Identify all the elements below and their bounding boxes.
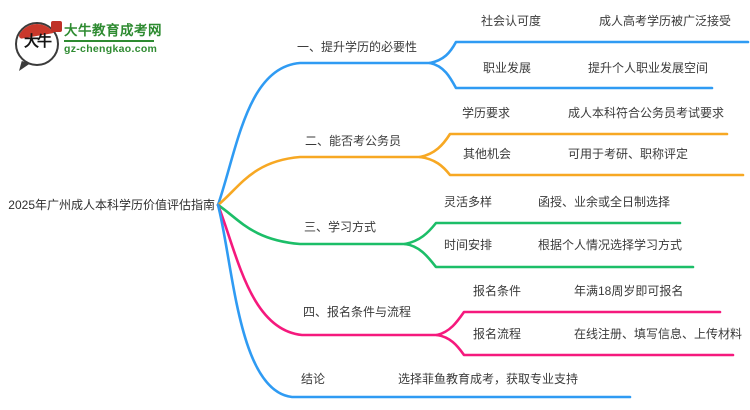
branch-2-lines [216, 132, 745, 207]
branch-2-child-1-label: 学历要求 [462, 106, 511, 120]
branch-1-child-1-line [428, 40, 750, 65]
logo-bubble-circle: 大牛 [15, 22, 59, 66]
logo-bull-badge: 大牛 [15, 21, 62, 71]
logo-site-name: 大牛教育成考网 [64, 23, 162, 38]
branch-4-trunk-line [216, 203, 439, 337]
branch-2-child-1-line [418, 132, 729, 159]
main-topic: 2025年广州成人本科学历价值评估指南 [8, 198, 215, 212]
badge-seal-icon [51, 21, 62, 32]
logo-text-block: 大牛教育成考网 gz-chengkao.com [64, 20, 162, 55]
branch-4-child-1-line [435, 310, 722, 337]
branch-1-child-2-line [428, 61, 714, 90]
logo-site-url: gz-chengkao.com [64, 43, 158, 55]
branch-1-child-2-detail: 提升个人职业发展空间 [588, 61, 709, 75]
branch-3-child-2-label: 时间安排 [444, 238, 493, 252]
branch-1-trunk-line [216, 61, 432, 207]
branch-3-lines [216, 203, 695, 269]
badge-characters: 大牛 [23, 32, 52, 50]
branch-3-child-1-detail: 函授、业余或全日制选择 [538, 195, 671, 209]
site-logo[interactable]: 大牛 大牛教育成考网 gz-chengkao.com [15, 20, 165, 72]
branch-1-lines [216, 40, 750, 207]
logo-divider [64, 40, 154, 42]
branch-4-child-2-detail: 在线注册、填写信息、上传材料 [574, 327, 743, 341]
branch-3-child-2-detail: 根据个人情况选择学习方式 [538, 238, 683, 252]
branch-4-child-2-line [435, 333, 735, 357]
branch-3-label: 三、学习方式 [304, 220, 377, 234]
branch-3-child-2-line [403, 242, 695, 269]
branch-5-trunk-line [216, 203, 632, 399]
branch-1-child-1-detail: 成人高考学历被广泛接受 [599, 14, 732, 28]
branch-1-child-1-label: 社会认可度 [481, 14, 542, 28]
branch-2-child-2-line [418, 155, 745, 177]
branch-5-lines [216, 203, 632, 399]
branch-4-child-1-detail: 年满18周岁即可报名 [574, 284, 684, 298]
branch-4-lines [216, 203, 735, 357]
branch-3-child-1-line [403, 221, 682, 246]
branch-2-trunk-line [216, 155, 422, 207]
branch-5-label: 结论 [301, 372, 326, 386]
branch-2-child-2-label: 其他机会 [463, 147, 512, 161]
branch-4-label: 四、报名条件与流程 [303, 305, 412, 319]
branch-3-child-1-label: 灵活多样 [444, 195, 493, 209]
branch-5-detail: 选择菲鱼教育成考，获取专业支持 [398, 372, 579, 386]
branch-2-child-1-detail: 成人本科符合公务员考试要求 [568, 106, 725, 120]
branch-3-trunk-line [216, 203, 407, 246]
branch-2-child-2-detail: 可用于考研、职称评定 [568, 147, 689, 161]
badge-speech-tail-icon [19, 61, 30, 71]
branch-1-child-2-label: 职业发展 [483, 61, 532, 75]
branch-2-label: 二、能否考公务员 [305, 134, 402, 148]
branch-4-child-2-label: 报名流程 [473, 327, 522, 341]
branch-1-label: 一、提升学历的必要性 [297, 40, 418, 54]
branch-4-child-1-label: 报名条件 [473, 284, 522, 298]
